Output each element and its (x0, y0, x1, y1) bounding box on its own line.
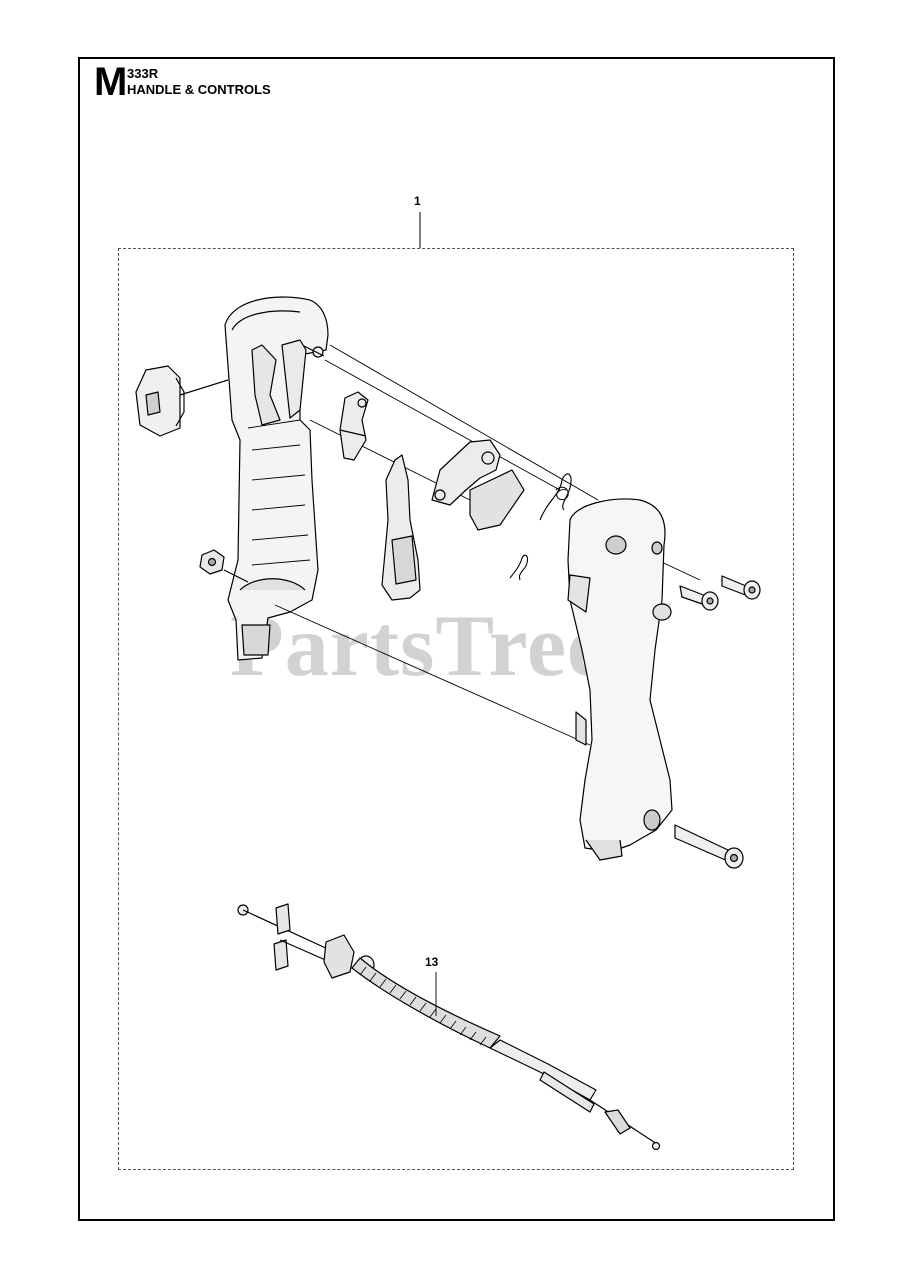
handle-bolt[interactable] (674, 824, 744, 869)
page-frame (78, 57, 835, 1221)
handle-left-half[interactable] (224, 296, 329, 661)
page-title: HANDLE & CONTROLS (127, 82, 271, 97)
screw-short[interactable] (679, 585, 719, 611)
kit-boundary (118, 248, 794, 1170)
callout-1[interactable]: 1 (414, 194, 421, 208)
callout-13[interactable]: 13 (425, 955, 439, 969)
handle-right-half[interactable] (567, 498, 673, 861)
throttle-trigger[interactable] (381, 454, 421, 601)
throttle-lockout[interactable] (339, 391, 369, 461)
model-number: 333R (127, 66, 159, 81)
screw-long[interactable] (721, 575, 761, 600)
watermark: PartsTree (230, 598, 608, 695)
throttle-cam[interactable] (431, 439, 525, 531)
return-spring[interactable] (539, 473, 572, 521)
stop-switch[interactable] (135, 365, 229, 437)
hex-nut[interactable] (199, 549, 249, 583)
throttle-cable[interactable] (237, 903, 661, 1151)
section-letter: M (94, 60, 128, 104)
trigger-spring[interactable] (509, 554, 529, 581)
